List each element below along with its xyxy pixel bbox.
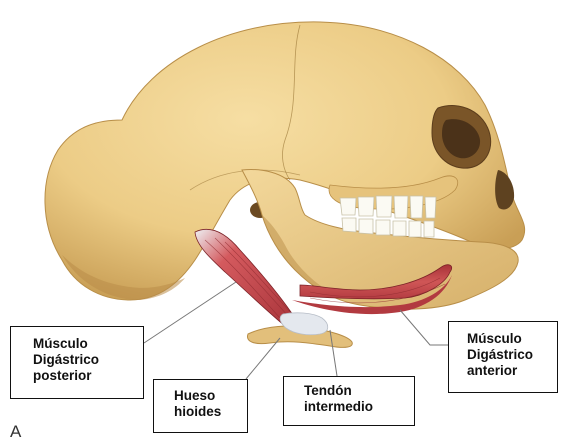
- label-hueso-hioides: Hueso hioides: [153, 379, 248, 433]
- leader-hueso-hioides: [246, 338, 280, 379]
- label-line: Digástrico: [467, 347, 551, 363]
- label-line: posterior: [33, 368, 137, 384]
- label-digastrico-anterior: Músculo Digástrico anterior: [448, 321, 558, 393]
- label-line: hioides: [174, 404, 241, 420]
- label-line: Tendón: [304, 383, 408, 399]
- label-line: anterior: [467, 363, 551, 379]
- nasal-aperture: [495, 170, 514, 210]
- leader-digastrico-anterior: [400, 310, 448, 345]
- label-line: Músculo: [467, 331, 551, 347]
- label-line: Músculo: [33, 336, 137, 352]
- label-tendon-intermedio: Tendón intermedio: [283, 376, 415, 426]
- panel-letter: A: [10, 422, 21, 442]
- label-line: Digástrico: [33, 352, 137, 368]
- label-digastrico-posterior: Músculo Digástrico posterior: [10, 326, 144, 399]
- label-line: intermedio: [304, 399, 408, 415]
- label-line: Hueso: [174, 388, 241, 404]
- upper-teeth: [340, 196, 436, 218]
